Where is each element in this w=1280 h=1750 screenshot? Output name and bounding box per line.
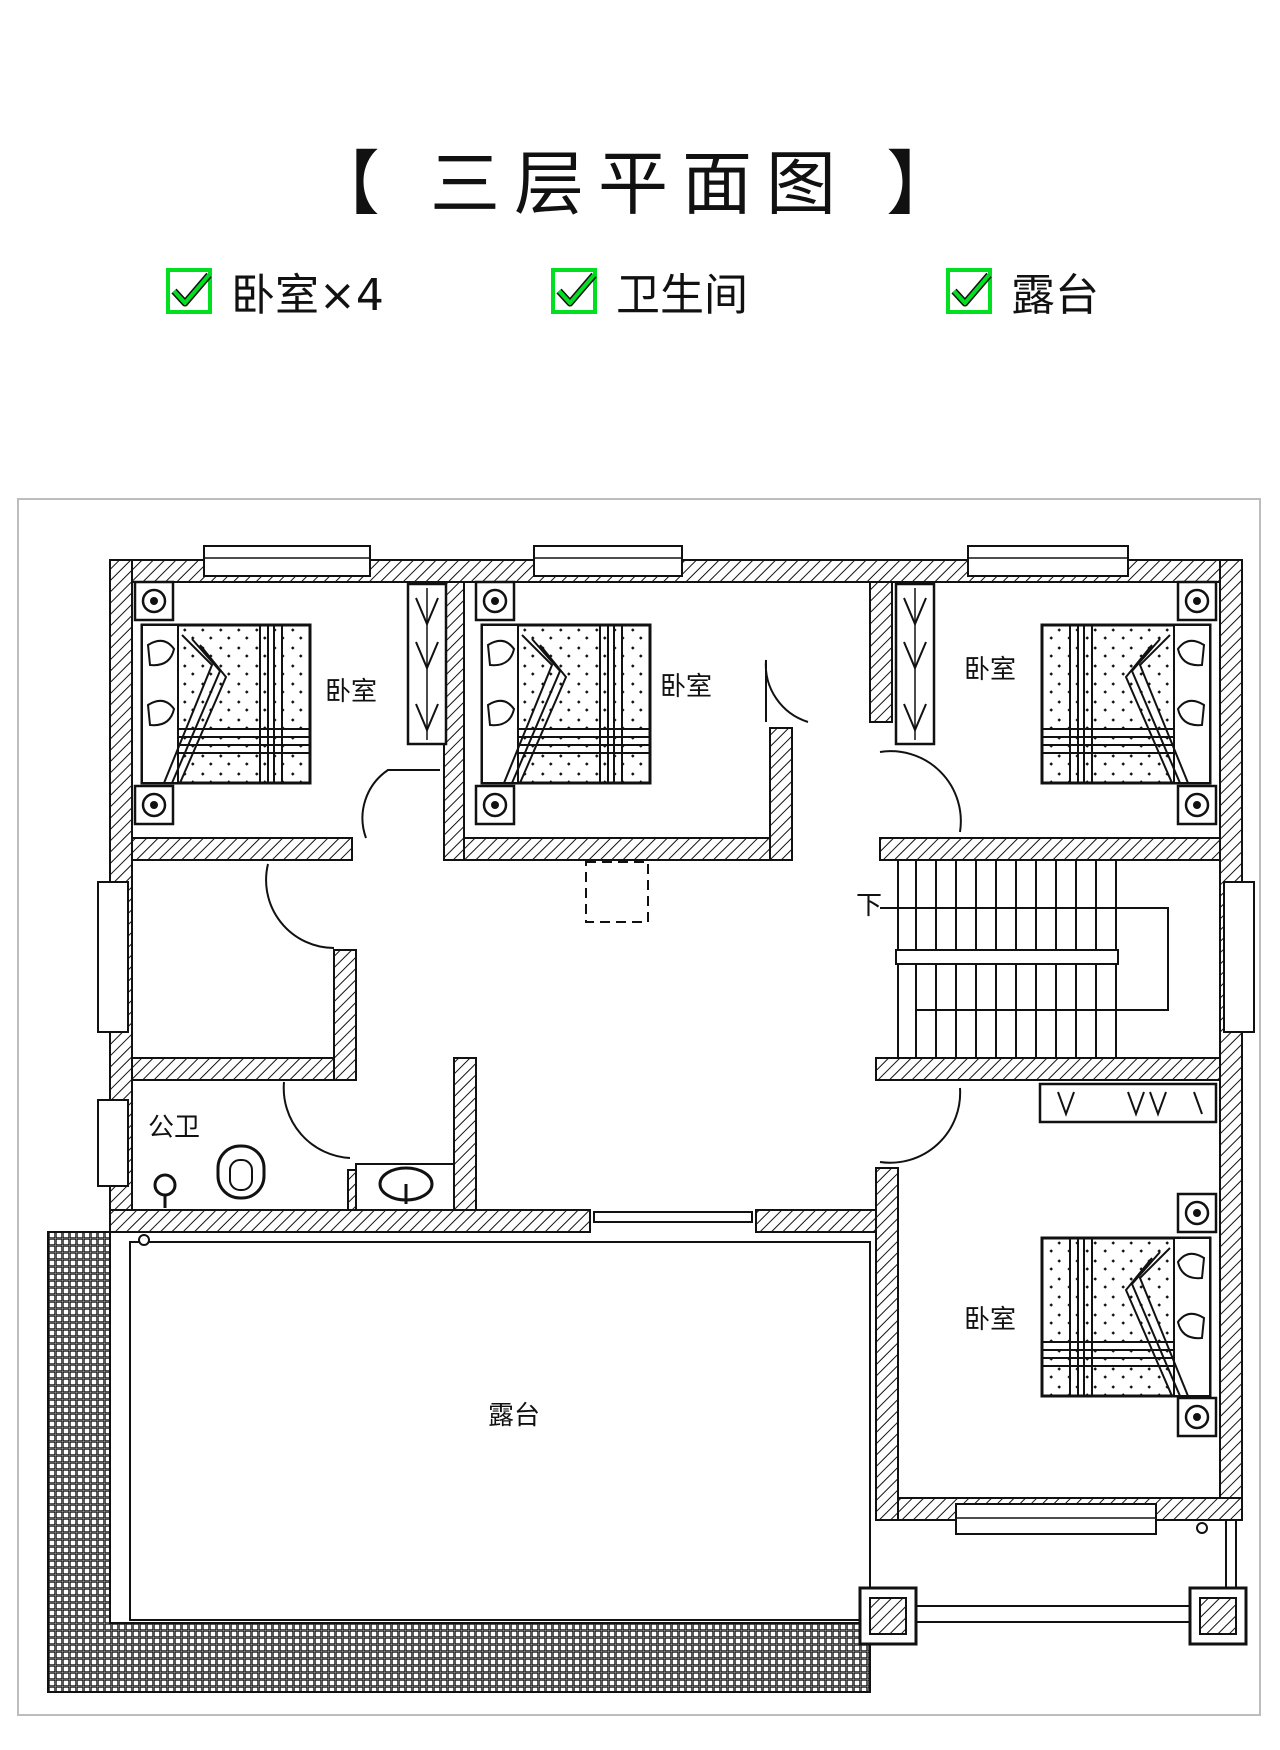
- green-check-icon: [946, 268, 992, 314]
- column-icon: [858, 1586, 918, 1646]
- room-label-bedroom: 卧室: [964, 1305, 1016, 1335]
- room-label-bedroom: 卧室: [660, 672, 712, 702]
- room-label-public-bath: 公卫: [148, 1113, 200, 1143]
- staircase: [880, 860, 1169, 1058]
- green-check-icon: [551, 268, 597, 314]
- feature-label: 卧室×4: [231, 270, 384, 321]
- room-label-bedroom: 卧室: [325, 677, 377, 707]
- feature-bathroom: 卫生间: [550, 265, 748, 321]
- page-title: 【 三层平面图 】: [309, 143, 971, 225]
- stair-direction-label: 下: [856, 891, 882, 921]
- feature-bedrooms: 卧室×4: [165, 265, 384, 321]
- sink-icon: [355, 1163, 455, 1211]
- room-label-terrace: 露台: [488, 1401, 540, 1431]
- feature-label: 露台: [1011, 270, 1099, 321]
- green-check-icon: [166, 268, 212, 314]
- column-icon: [1188, 1586, 1248, 1646]
- feature-label: 卫生间: [616, 270, 748, 321]
- floor-plan-frame: [17, 498, 1261, 1716]
- room-label-bedroom: 卧室: [964, 655, 1016, 685]
- squat-toilet-icon: [216, 1144, 266, 1200]
- feature-terrace: 露台: [945, 265, 1099, 321]
- floor-drain-icon: [153, 1173, 177, 1208]
